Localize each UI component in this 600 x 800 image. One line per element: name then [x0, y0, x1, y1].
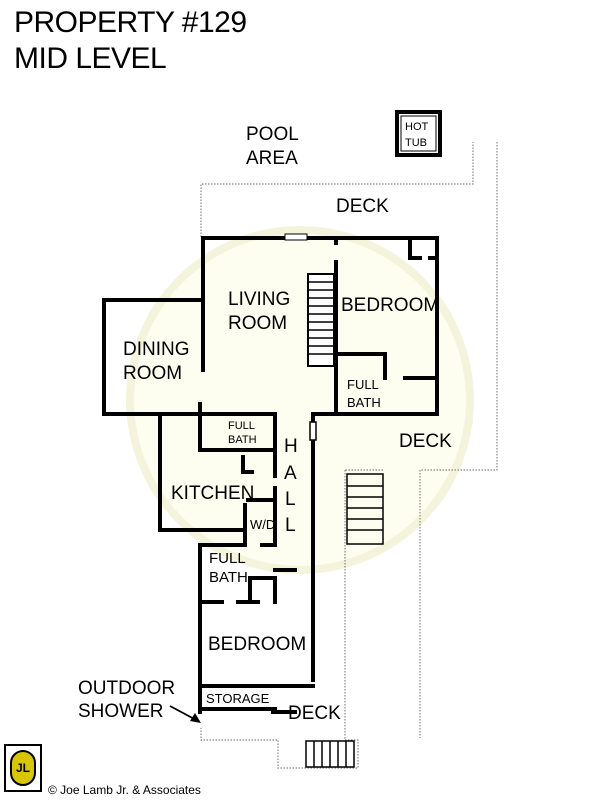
living-room-label-line1: LIVING — [228, 289, 290, 310]
pool-area-label-line1: POOL — [246, 124, 299, 145]
outdoor-shower-label-line1: OUTDOOR — [78, 678, 175, 699]
kitchen-label: KITCHEN — [171, 483, 254, 504]
hall-letter-l2: L — [285, 515, 296, 536]
deck-top-label: DECK — [336, 196, 389, 217]
full-bath-lower-label-line1: FULL — [209, 550, 246, 567]
bedroom-lower-label: BEDROOM — [208, 634, 306, 655]
full-bath-mid-label-line2: BATH — [228, 434, 257, 446]
deck-right-label: DECK — [399, 431, 452, 452]
watermark-circle — [126, 226, 474, 574]
full-bath-upper-label-line1: FULL — [347, 377, 379, 392]
outdoor-shower-label-line2: SHOWER — [78, 701, 164, 722]
full-bath-mid-label-line1: FULL — [228, 420, 255, 432]
hall-letter-l1: L — [285, 489, 296, 510]
hall-letter-a: A — [284, 463, 297, 484]
logo-text: JL — [10, 750, 36, 786]
deck-bottom-label: DECK — [288, 703, 341, 724]
living-room-label-line2: ROOM — [228, 313, 287, 334]
walls — [102, 236, 439, 714]
wd-label: W/D — [250, 517, 275, 532]
page-subtitle: MID LEVEL — [14, 42, 167, 75]
full-bath-lower-label-line2: BATH — [209, 569, 248, 586]
hot-tub-inner — [400, 115, 437, 152]
hall-door — [309, 421, 317, 441]
dining-room-label-line1: DINING — [123, 339, 190, 360]
outdoor-shower-arrow — [169, 705, 201, 723]
hot-tub-label-line1: HOT — [405, 121, 429, 133]
pool-area-label-line2: AREA — [246, 148, 298, 169]
dining-room-label-line2: ROOM — [123, 363, 182, 384]
copyright-text: © Joe Lamb Jr. & Associates — [48, 783, 201, 797]
hall-letter-h: H — [284, 436, 298, 457]
window — [284, 233, 308, 241]
bedroom-upper-label: BEDROOM — [341, 295, 439, 316]
stairs-exterior-bottom — [305, 740, 355, 768]
stairs-living — [307, 273, 335, 367]
deck-boundaries — [200, 142, 498, 769]
hot-tub — [395, 110, 442, 157]
storage-label: STORAGE — [206, 691, 270, 706]
page-title: PROPERTY #129 — [14, 6, 247, 39]
company-logo: JL — [4, 744, 42, 792]
hot-tub-label-line2: TUB — [405, 137, 427, 149]
full-bath-upper-label-line2: BATH — [347, 395, 381, 410]
stairs-exterior-right — [346, 473, 384, 545]
